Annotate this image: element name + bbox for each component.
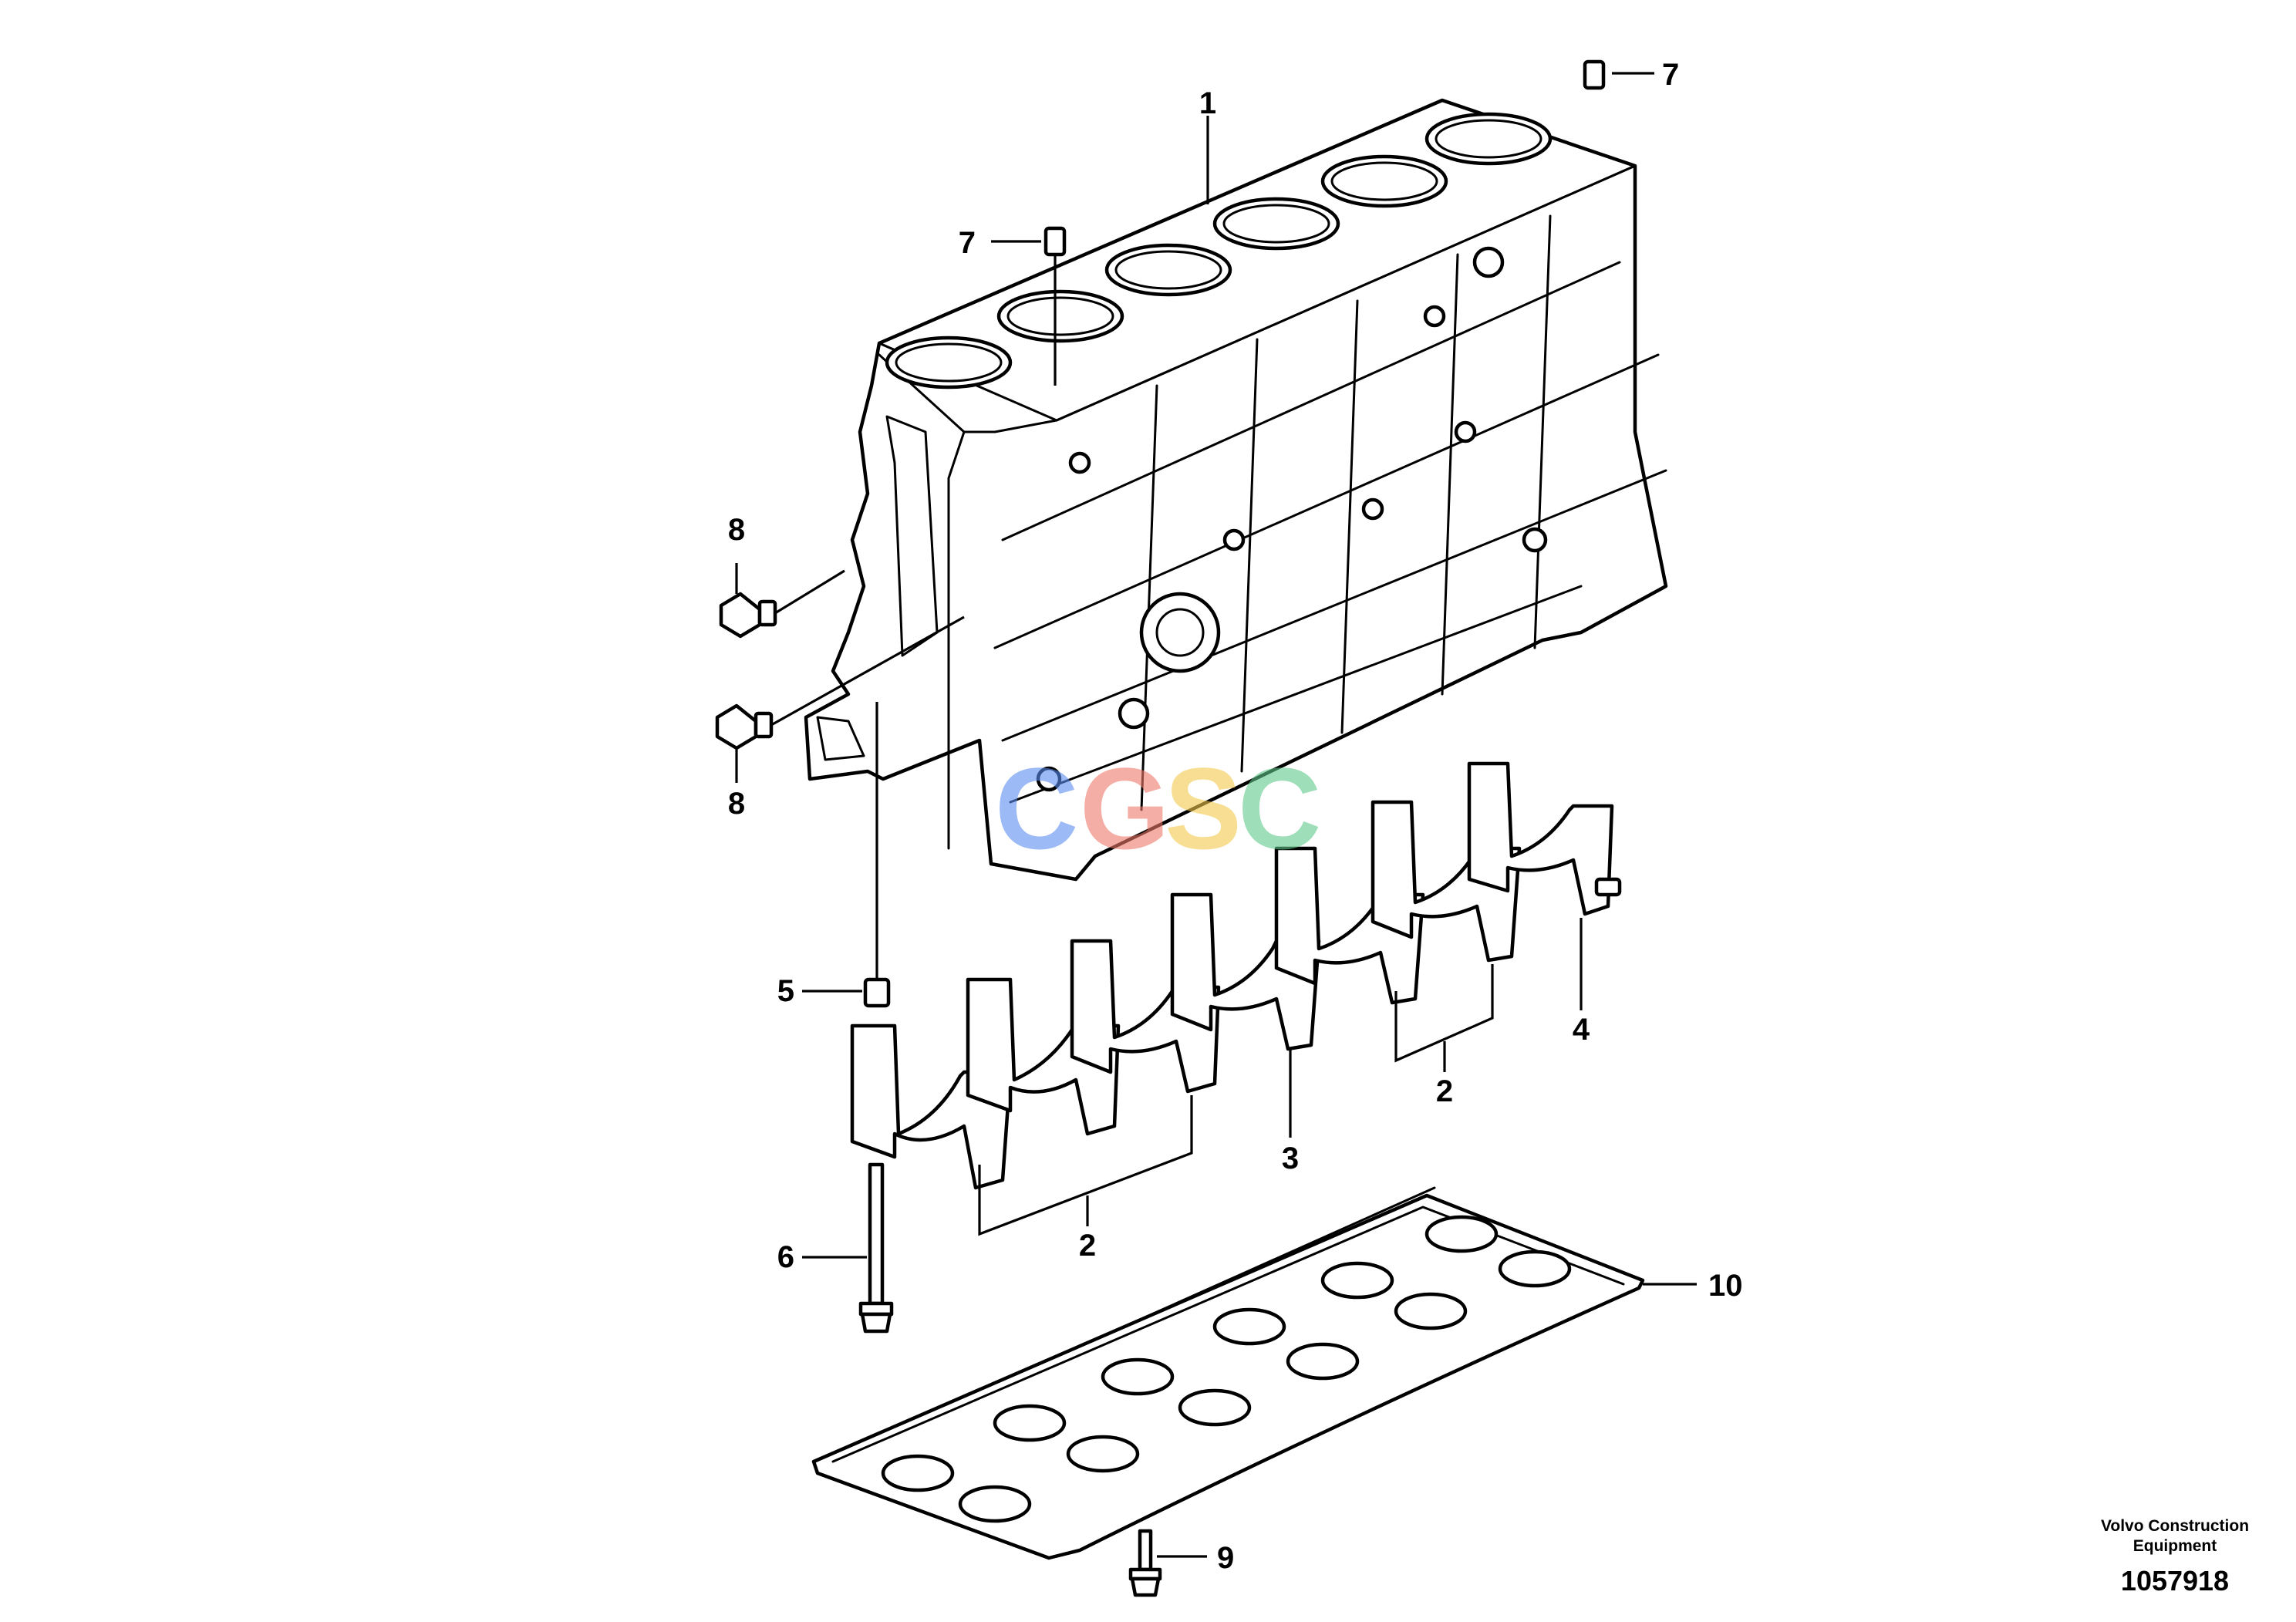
drawing-number: 1057918 <box>2121 1565 2229 1597</box>
callout-8-lower: 8 <box>728 787 745 821</box>
bearing-frame-plate <box>811 1186 1645 1560</box>
flange-screw-frame <box>1128 1529 1162 1597</box>
brand-line-1: Volvo Construction <box>2101 1517 2249 1535</box>
sleeve-plug-top-left <box>1043 226 1067 257</box>
main-bearing-caps <box>850 761 1622 1190</box>
callout-2-left: 2 <box>1079 1229 1096 1263</box>
callout-1: 1 <box>1199 86 1216 120</box>
callout-10: 10 <box>1708 1269 1743 1303</box>
plug-upper <box>719 592 777 639</box>
callout-7-top-left: 7 <box>959 226 976 260</box>
leader-lines <box>735 72 1697 1558</box>
brand-line-2: Equipment <box>2133 1537 2217 1555</box>
callout-labels: 1 7 7 8 8 5 6 2 3 2 4 10 9 <box>728 58 1743 1575</box>
sleeve-plug-top-right <box>1583 59 1606 90</box>
callout-3: 3 <box>1282 1141 1299 1175</box>
watermark-letter-1: C <box>995 744 1078 873</box>
guide-sleeve <box>863 977 891 1008</box>
callout-6: 6 <box>777 1240 794 1274</box>
callout-9: 9 <box>1217 1541 1234 1575</box>
watermark-letter-3: S <box>1165 744 1242 873</box>
callout-4: 4 <box>1573 1013 1590 1047</box>
callout-2-right: 2 <box>1436 1074 1453 1108</box>
callout-8-upper: 8 <box>728 513 745 547</box>
flange-screw-main <box>858 1162 894 1334</box>
watermark-logo: C G S C <box>995 744 1321 873</box>
callout-7-top-right: 7 <box>1662 58 1679 92</box>
plug-lower <box>715 703 774 750</box>
engine-block <box>804 98 1668 882</box>
footer-block: Volvo Construction Equipment 1057918 <box>2101 1517 2249 1597</box>
watermark-letter-2: G <box>1080 744 1170 873</box>
callout-5: 5 <box>777 974 794 1008</box>
watermark-letter-4: C <box>1238 744 1321 873</box>
